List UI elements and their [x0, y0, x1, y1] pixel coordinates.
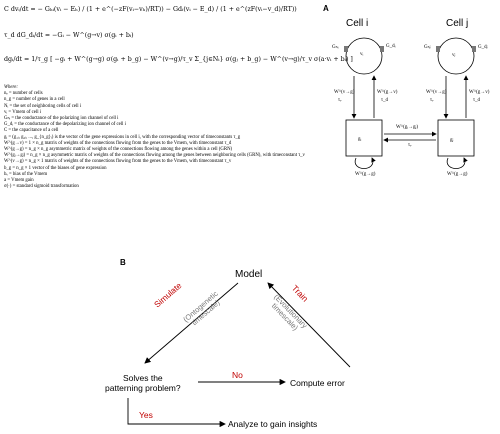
- self-loop-i: [354, 157, 376, 169]
- tau-gigj-label: τᵥ: [408, 143, 412, 148]
- definition-item: bᵥ = bias of the Vmem: [4, 171, 48, 177]
- tau-d-left-label: τ_d: [381, 98, 389, 103]
- definition-item: Nᵢ = the set of neighboring cells of cel…: [4, 103, 82, 109]
- w-gv-left-label: W^(g→v): [377, 90, 398, 95]
- equation-2: τ_d dG_dᵢ/dt = −Gᵢ − W^(g→v) σ(gᵢ + bᵢ): [4, 32, 134, 39]
- definition-item: b_g = n_g × 1 vector of the biases of ge…: [4, 165, 107, 171]
- g-j-label: gⱼ: [450, 138, 454, 143]
- definition-item: W^(g→v) = 1 × n_g matrix of weights of t…: [4, 140, 232, 146]
- g-hj-label: Gₕⱼ: [424, 45, 431, 50]
- g-di-label: G_dᵢ: [386, 44, 396, 49]
- cell-i-label: Cell i: [346, 18, 369, 29]
- gene-box-i: [345, 119, 383, 157]
- w-vg-right-label: W^(v→g): [426, 90, 447, 95]
- channel-hj: [436, 46, 440, 52]
- channel-di: [380, 46, 384, 52]
- channel-dj: [472, 46, 476, 52]
- arrow-train: [267, 282, 351, 368]
- definition-item: C = the capacitance of a cell: [4, 128, 59, 134]
- g-hi-label: Gₕᵢ: [332, 45, 339, 50]
- solves-node: Solves the patterning problem?: [105, 373, 181, 393]
- w-gg-left-label: W^(g→g): [355, 172, 376, 177]
- arrow-simulate: [144, 282, 239, 364]
- cell-i-membrane: [345, 37, 383, 75]
- w-gigj-label: W^(gᵢ→gⱼ): [396, 125, 419, 130]
- w-gv-right-label: W^(g→v): [469, 90, 490, 95]
- definition-item: σ(·) = standard sigmoid transformation: [4, 184, 79, 190]
- compute-node: Compute error: [290, 378, 345, 388]
- definition-item: W^(v→g) = n_g × 1 matrix of weights of t…: [4, 159, 232, 165]
- panel-a-diagram: [344, 37, 476, 169]
- tau-v-right-label: τᵥ: [430, 98, 434, 103]
- definition-item: G_dᵢ = the conductance of the depolarizi…: [4, 122, 126, 128]
- g-i-label: gᵢ: [358, 137, 362, 142]
- gene-box-j: [437, 119, 475, 157]
- v-j-label: vⱼ: [452, 53, 456, 58]
- definition-item: a = Vmem gain: [4, 178, 34, 184]
- model-node: Model: [235, 269, 263, 280]
- definition-item: nₑ = number of cells: [4, 91, 43, 97]
- self-loop-j: [446, 157, 468, 169]
- cell-j-label: Cell j: [446, 18, 469, 29]
- g-dj-label: G_dⱼ: [478, 45, 488, 50]
- yes-label: Yes: [139, 410, 153, 420]
- panel-a-label: A: [323, 4, 329, 13]
- no-label: No: [232, 370, 243, 380]
- tau-d-right-label: τ_d: [473, 98, 481, 103]
- v-i-label: vᵢ: [360, 52, 364, 57]
- w-gg-right-label: W^(g→g): [447, 172, 468, 177]
- definition-item: W^(g→g) = n_g × n_g asymmetric matrix of…: [4, 147, 233, 153]
- channel-hi: [344, 46, 348, 52]
- definition-item: gᵢ = (g₁ᵢ, g₂ᵢ, ..., g_{n_g}ᵢ) is the ve…: [4, 134, 241, 140]
- analyze-node: Analyze to gain insights: [228, 419, 318, 429]
- definitions-where: Where:: [4, 85, 18, 90]
- w-vg-left-label: W^(v→g): [334, 90, 355, 95]
- equation-1: C dvᵢ/dt = − Gₕᵢ(vᵢ − Eₕ) / (1 + e^(−zF(…: [4, 6, 297, 13]
- definition-item: vᵢ = Vmem of cell i: [4, 109, 42, 115]
- panel-b-flowchart: [127, 282, 351, 428]
- cell-j-membrane: [437, 37, 475, 75]
- panel-b-label: B: [120, 258, 126, 267]
- definition-item: W^(gᵢ→gⱼ) = n_g × n_g asymmetric matrix …: [4, 153, 305, 159]
- arrow-yes: [127, 398, 226, 428]
- equation-3: dgᵢ/dt = 1/τ_g [ −gᵢ + W^(g→g) σ(gᵢ + b_…: [4, 56, 353, 63]
- definition-item: n_g = number of genes in a cell: [4, 97, 65, 103]
- definition-item: Gₕᵢ = the conductance of the polarizing …: [4, 116, 119, 122]
- tau-v-left-label: τᵥ: [338, 98, 342, 103]
